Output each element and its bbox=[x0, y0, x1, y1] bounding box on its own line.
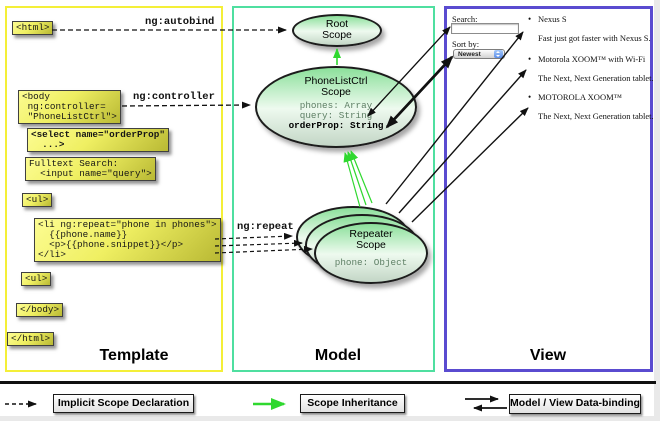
phonelistctrl-scope-ellipse: PhoneListCtrl Scope phones: Array query:… bbox=[255, 66, 417, 148]
code-box-fulltext-search: Fulltext Search: <input name="query"> bbox=[25, 157, 156, 181]
repeater-scope-ellipse-front: Repeater Scope phone: Object bbox=[314, 222, 428, 284]
prop-phone: phone: Object bbox=[334, 257, 408, 268]
sort-select[interactable]: Newest bbox=[453, 49, 505, 59]
repeater-scope-props: phone: Object bbox=[316, 258, 426, 268]
code-box-body-open: <body ng:controller= "PhoneListCtrl"> bbox=[18, 90, 121, 124]
prop-query: query: String bbox=[299, 109, 373, 121]
root-scope-title-line2: Scope bbox=[322, 28, 352, 41]
code-box-select: <select name="orderProp" ...> bbox=[27, 128, 169, 152]
phonelist-scope-props: phones: Array query: String orderProp: S… bbox=[257, 101, 415, 130]
list-item: • MOTOROLA XOOM™ The Next, Next Generati… bbox=[528, 92, 654, 121]
code-box-html-open: <html> bbox=[12, 21, 54, 35]
prop-phones: phones: Array bbox=[299, 100, 373, 111]
stepper-up-arrow-icon bbox=[496, 51, 500, 53]
root-scope-ellipse: Root Scope bbox=[292, 14, 382, 47]
repeater-scope-title-line1: Repeater bbox=[349, 228, 393, 240]
phonelist-scope-title-line2: Scope bbox=[321, 86, 351, 98]
ng-repeat-label: ng:repeat bbox=[237, 221, 294, 233]
root-scope-title-line1: Root bbox=[325, 18, 349, 30]
phone-snippet: Fast just got faster with Nexus S. bbox=[538, 33, 651, 43]
phone-title: Motorola XOOM™ with Wi-Fi bbox=[538, 54, 646, 64]
code-box-html-close: </html> bbox=[7, 332, 55, 346]
code-box-ul-close: <ul> bbox=[21, 272, 52, 286]
list-item: • Motorola XOOM™ with Wi-Fi The Next, Ne… bbox=[528, 54, 654, 83]
legend-scope-inheritance: Scope Inheritance bbox=[300, 394, 405, 413]
list-item: • Nexus S Fast just got faster with Nexu… bbox=[528, 14, 651, 43]
bullet-icon: • bbox=[528, 14, 532, 24]
model-panel bbox=[232, 6, 435, 372]
sort-select-value: Newest bbox=[458, 51, 481, 58]
phone-snippet: The Next, Next Generation tablet. bbox=[538, 111, 654, 121]
phonelist-scope-title-line1: PhoneListCtrl bbox=[304, 75, 368, 87]
code-box-body-close: </body> bbox=[16, 303, 64, 317]
phone-snippet: The Next, Next Generation tablet. bbox=[538, 73, 654, 83]
search-input[interactable] bbox=[451, 23, 519, 34]
ng-autobind-label: ng:autobind bbox=[145, 16, 215, 28]
sort-by-label: Sort by: bbox=[452, 39, 480, 49]
select-stepper-icon bbox=[494, 50, 503, 58]
phone-title: MOTOROLA XOOM™ bbox=[538, 92, 622, 102]
ng-controller-label: ng:controller bbox=[133, 91, 215, 103]
search-label: Search: bbox=[452, 14, 478, 24]
stepper-down-arrow-icon bbox=[496, 55, 500, 57]
phone-title: Nexus S bbox=[538, 14, 567, 24]
model-panel-label: Model bbox=[314, 347, 362, 364]
repeater-scope-title-line2: Scope bbox=[356, 239, 386, 251]
bullet-icon: • bbox=[528, 54, 532, 64]
legend-model-view-data-binding: Model / View Data-binding bbox=[509, 394, 641, 414]
code-box-li-repeat: <li ng:repeat="phone in phones"> {{phone… bbox=[34, 218, 221, 262]
template-panel bbox=[5, 6, 223, 372]
legend-separator-line bbox=[0, 381, 656, 384]
view-panel-label: View bbox=[529, 347, 567, 364]
code-box-ul-open: <ul> bbox=[22, 193, 53, 207]
prop-orderprop: orderProp: String bbox=[288, 119, 384, 131]
bullet-icon: • bbox=[528, 92, 532, 102]
legend-implicit-scope-declaration: Implicit Scope Declaration bbox=[53, 394, 194, 413]
template-panel-label: Template bbox=[99, 347, 169, 364]
